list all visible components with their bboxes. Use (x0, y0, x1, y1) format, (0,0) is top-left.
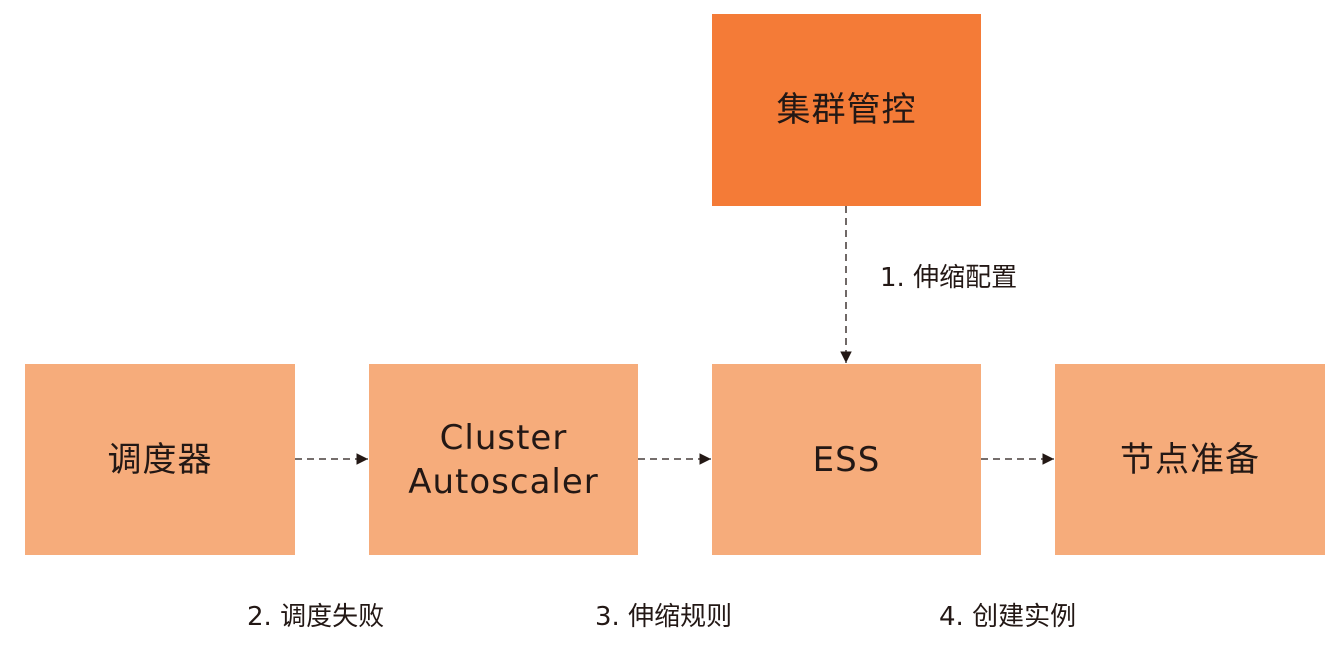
node-cluster-autoscaler-label: Cluster Autoscaler (408, 417, 599, 502)
edge-label-scaling-rule: 3. 伸缩规则 (595, 602, 733, 632)
node-scheduler-label: 调度器 (107, 439, 213, 480)
node-cluster-control-label: 集群管控 (776, 90, 917, 130)
node-cluster-autoscaler: Cluster Autoscaler (369, 364, 638, 555)
edge-label-scaling-config: 1. 伸缩配置 (880, 263, 1018, 293)
node-ess: ESS (712, 364, 981, 555)
node-node-prepare: 节点准备 (1055, 364, 1325, 555)
node-scheduler: 调度器 (25, 364, 295, 555)
node-cluster-control: 集群管控 (712, 14, 981, 206)
edge-label-schedule-failed: 2. 调度失败 (247, 602, 385, 632)
edge-label-create-instance: 4. 创建实例 (939, 602, 1077, 632)
node-ess-label: ESS (812, 439, 881, 480)
node-node-prepare-label: 节点准备 (1120, 439, 1260, 480)
